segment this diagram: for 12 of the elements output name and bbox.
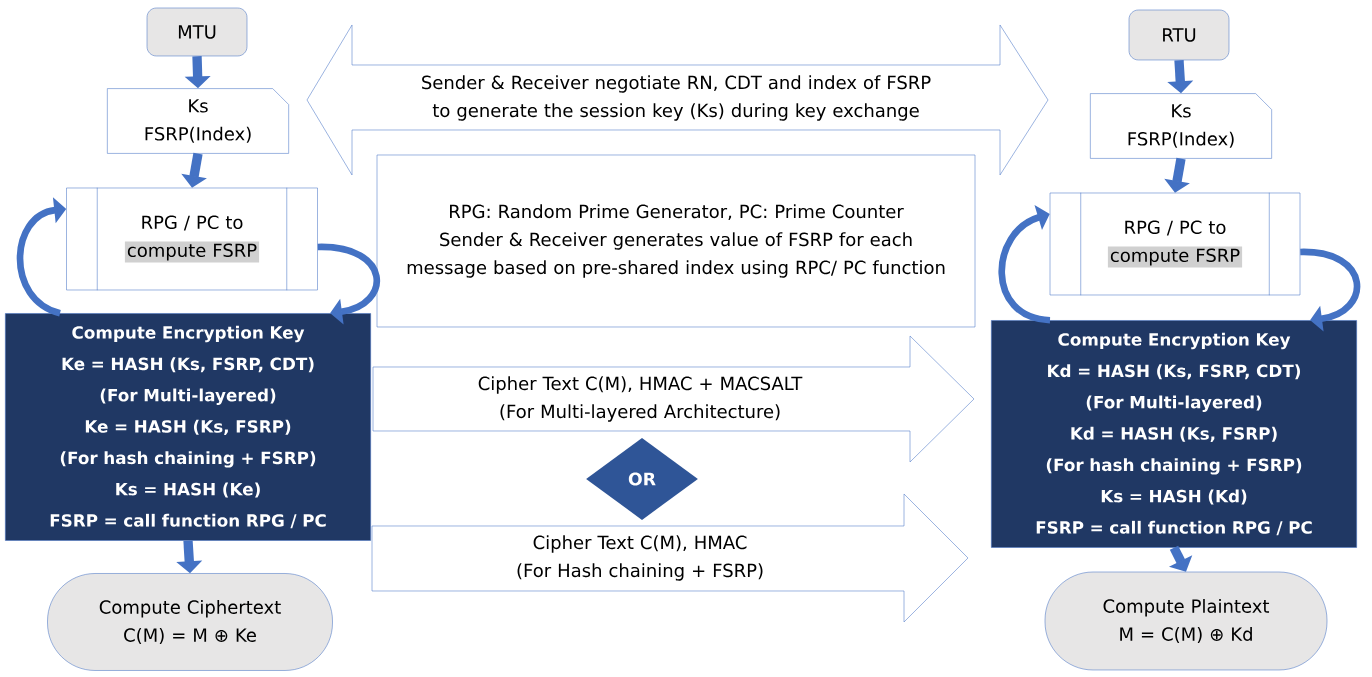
arrow bbox=[998, 205, 1051, 324]
process-box: Compute Encryption Key Ke = HASH (Ks, FSRP, CDT) (For Multi-layered) Ke = HASH (Ks, FSRP) (For hash chaining + FSRP) Ks = HASH (Ke) FSRP = call function RPG / PC bbox=[5, 313, 371, 541]
predefined-process-box: RPG / PC to compute FSRP bbox=[1049, 192, 1301, 296]
predefined-process-box: RPG / PC to compute FSRP bbox=[66, 187, 318, 291]
document-box: Ks FSRP(Index) bbox=[107, 88, 289, 154]
rounded-box: RTU bbox=[1128, 9, 1230, 61]
document-box: Ks FSRP(Index) bbox=[1090, 93, 1272, 159]
arrow bbox=[1169, 545, 1193, 572]
process-box: Compute Encryption Key Kd = HASH (Ks, FSRP, CDT) (For Multi-layered) Kd = HASH (Ks, FSRP) (For hash chaining + FSRP) Ks = HASH (Kd) FSRP = call function RPG / PC bbox=[991, 320, 1357, 548]
arrow bbox=[317, 243, 380, 325]
rounded-box: MTU bbox=[146, 7, 248, 57]
note-box: RPG: Random Prime Generator, PC: Prime Counter Sender & Receiver generates value of FSRP for each message based on pre-shared index using RPC/ PC function bbox=[376, 154, 976, 328]
